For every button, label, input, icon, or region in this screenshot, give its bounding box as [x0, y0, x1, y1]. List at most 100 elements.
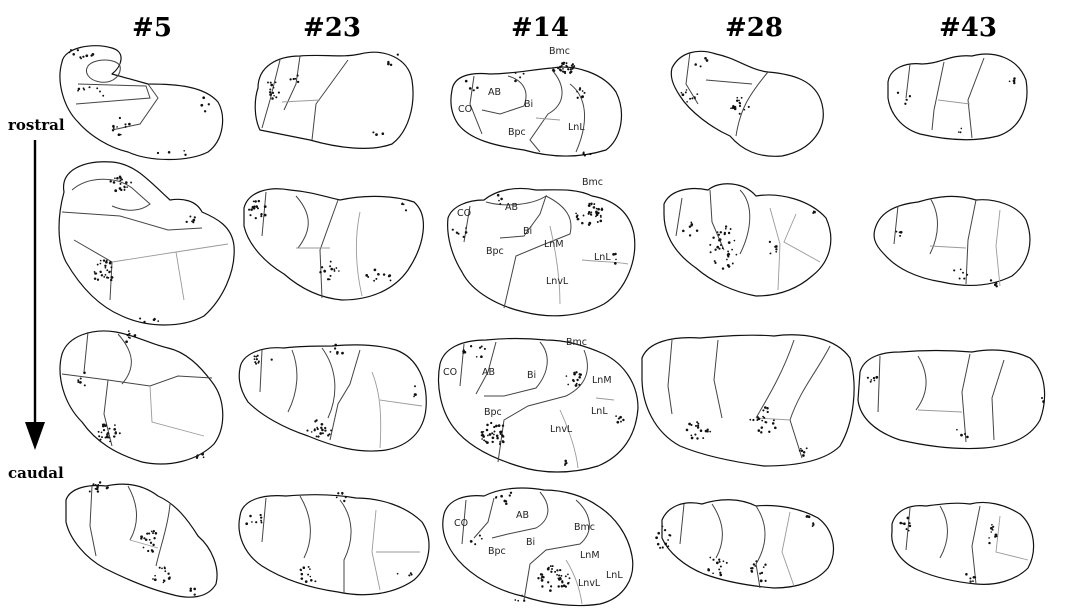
labeled-cell-dot: [584, 92, 586, 94]
section-14-row3: Bmc CO AB Bi LnM Bpc LnL LnvL: [439, 337, 638, 472]
labeled-cell-dot: [561, 62, 564, 65]
labeled-cell-dot: [311, 431, 313, 433]
section-43-row2: [874, 196, 1030, 286]
labeled-cell-dot: [559, 66, 561, 68]
labeled-cell-dot: [495, 425, 498, 428]
labeled-cell-dot: [204, 110, 206, 112]
labeled-cell-dot: [194, 216, 196, 218]
labeled-cell-dot: [194, 593, 196, 595]
labeled-cell-dot: [189, 216, 191, 218]
labeled-cell-dot: [1041, 397, 1043, 399]
labeled-cell-dot: [965, 573, 968, 576]
region-label-co: CO: [443, 367, 457, 378]
labeled-cell-dot: [99, 439, 101, 441]
labeled-cell-dot: [569, 72, 571, 74]
labeled-cell-dot: [731, 249, 733, 251]
labeled-cell-dots: [69, 49, 1045, 602]
labeled-cell-dot: [694, 98, 696, 100]
labeled-cell-dot: [578, 384, 580, 386]
labeled-cell-dot: [867, 377, 869, 379]
labeled-cell-dot: [554, 571, 556, 573]
labeled-cell-dot: [375, 278, 377, 280]
labeled-cell-dot: [749, 419, 751, 421]
labeled-cell-dot: [257, 362, 259, 364]
labeled-cell-dot: [105, 274, 107, 276]
labeled-cell-dot: [556, 574, 558, 576]
labeled-cell-dot: [720, 565, 722, 567]
labeled-cell-dot: [334, 270, 336, 272]
labeled-cell-dot: [143, 321, 145, 323]
labeled-cell-dot: [113, 428, 116, 431]
labeled-cell-dot: [345, 496, 347, 498]
labeled-cell-dot: [102, 95, 104, 97]
labeled-cell-dot: [768, 431, 770, 433]
labeled-cell-dot: [719, 238, 722, 241]
labeled-cell-dot: [254, 361, 256, 363]
labeled-cell-dot: [329, 275, 331, 277]
labeled-cell-dot: [157, 152, 159, 154]
labeled-cell-dot: [260, 520, 262, 522]
labeled-cell-dot: [505, 500, 507, 502]
labeled-cell-dot: [564, 71, 566, 73]
labeled-cell-dot: [269, 88, 271, 90]
labeled-cell-dot: [108, 437, 110, 439]
labeled-cell-dot: [77, 379, 79, 381]
labeled-cell-dot: [620, 421, 622, 423]
labeled-cell-dot: [716, 562, 719, 565]
region-label-lnvl: LnvL: [546, 276, 569, 287]
labeled-cell-dot: [324, 270, 326, 272]
labeled-cell-dot: [202, 96, 205, 99]
labeled-cell-dot: [100, 260, 102, 262]
labeled-cell-dot: [129, 337, 131, 339]
labeled-cell-dot: [1013, 77, 1016, 80]
labeled-cell-dot: [297, 81, 299, 83]
labeled-cell-dot: [104, 425, 106, 427]
labeled-cell-dot: [336, 352, 338, 354]
labeled-cell-dot: [130, 182, 132, 184]
labeled-cell-dot: [383, 273, 385, 275]
labeled-cell-dot: [727, 264, 730, 267]
labeled-cell-dot: [875, 376, 878, 379]
labeled-cell-dot: [727, 250, 729, 252]
labeled-cell-dot: [573, 372, 575, 374]
labeled-cell-dot: [509, 494, 511, 496]
labeled-cell-dot: [960, 131, 962, 133]
labeled-cell-dot: [388, 275, 390, 277]
labeled-cell-dot: [106, 486, 108, 488]
section-23-row2: [244, 189, 423, 300]
labeled-cell-dot: [99, 91, 101, 93]
section-28-row1: [671, 51, 823, 156]
labeled-cell-dot: [734, 240, 736, 242]
labeled-cell-dot: [726, 259, 728, 261]
labeled-cell-dot: [899, 235, 901, 237]
labeled-cell-dot: [588, 211, 591, 214]
labeled-cell-dot: [499, 443, 501, 445]
labeled-cell-dot: [557, 578, 559, 580]
labeled-cell-dot: [741, 97, 743, 99]
labeled-cell-dot: [492, 436, 495, 439]
section-23-row3: [239, 345, 426, 451]
labeled-cell-dot: [335, 267, 337, 269]
labeled-cell-dot: [254, 358, 256, 360]
labeled-cell-dot: [151, 549, 153, 551]
labeled-cell-dot: [397, 53, 399, 55]
labeled-cell-dot: [152, 544, 154, 546]
labeled-cell-dot: [330, 268, 333, 271]
labeled-cell-dot: [763, 417, 765, 419]
labeled-cell-dot: [550, 565, 552, 567]
labeled-cell-dot: [104, 265, 106, 267]
labeled-cell-dot: [98, 431, 100, 433]
labeled-cell-dot: [256, 358, 258, 360]
labeled-cell-dot: [201, 453, 204, 456]
labeled-cell-dot: [249, 515, 252, 518]
region-label-bmc: Bmc: [582, 177, 603, 188]
labeled-cell-dot: [540, 577, 542, 579]
labeled-cell-dot: [725, 228, 727, 230]
labeled-cell-dot: [748, 106, 750, 108]
labeled-cell-dot: [591, 211, 593, 213]
labeled-cell-dot: [595, 210, 598, 213]
labeled-cell-dot: [969, 580, 971, 582]
labeled-cell-dot: [275, 82, 277, 84]
labeled-cell-dot: [271, 358, 273, 360]
labeled-cell-dot: [114, 424, 116, 426]
